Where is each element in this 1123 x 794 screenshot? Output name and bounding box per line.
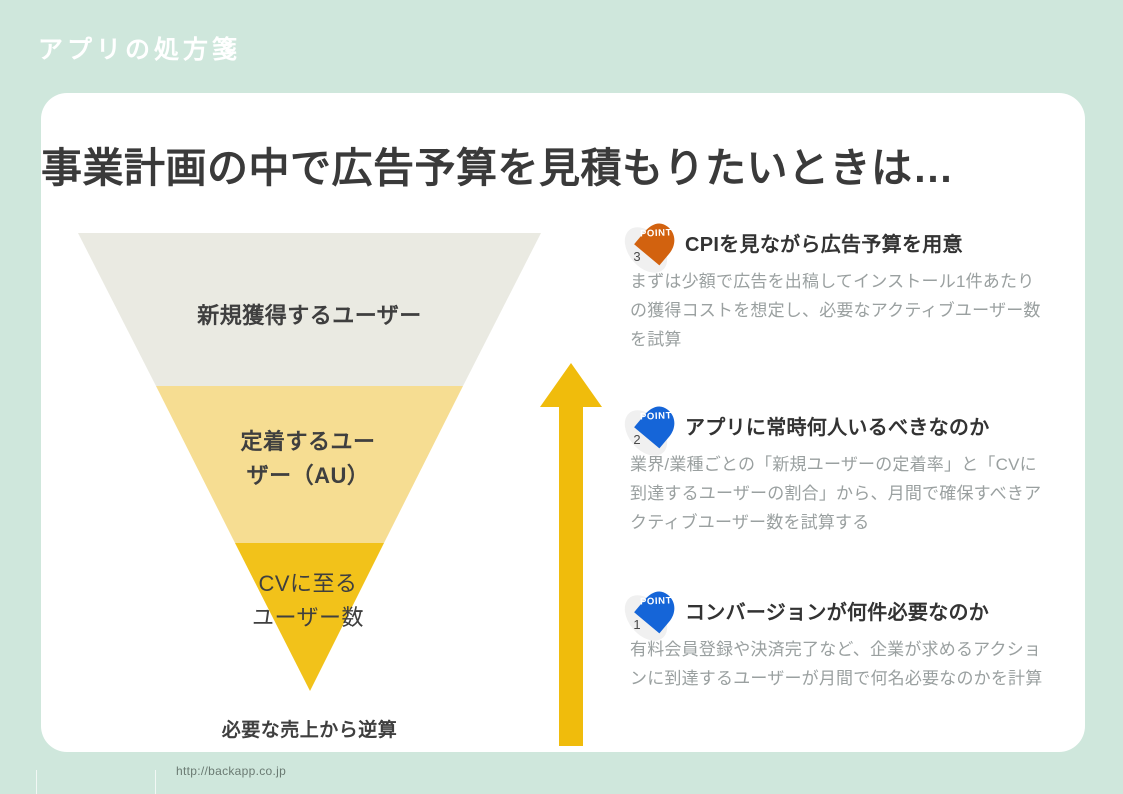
header-title: アプリの処方箋 [38,36,242,64]
funnel-label-1: 新規獲得するユーザー [197,303,422,328]
up-arrow-icon [540,363,602,746]
funnel-label-2-line2: ザー（AU） [246,463,370,489]
funnel-caption: 必要な売上から逆算 [221,720,398,741]
funnel-label-3-line2: ユーザー数 [251,605,365,631]
point-heading-3: CPIを見ながら広告予算を用意 [685,234,963,256]
point-body-3: まずは少額で広告を出稿してインストール1件あたりの獲得コストを想定し、必要なアク… [630,272,1041,350]
point-badge-3-icon: 3 POINT [620,217,682,279]
funnel-label-2: 定着するユー ザー（AU） [148,425,468,493]
funnel-diagram: 新規獲得するユーザー 定着するユー ザー（AU） CVに至る ユーザー数 [78,233,541,691]
point-number-2: 2 [633,432,641,447]
footer-divider-right [155,770,156,794]
funnel-segment-2 [156,386,463,543]
point-number-1: 1 [633,617,641,632]
point-badge-2-icon: 2 POINT [620,400,682,462]
point-badge-1-icon: 1 POINT [620,585,682,647]
funnel-label-3: CVに至る ユーザー数 [183,567,433,635]
point-heading-2: アプリに常時何人いるべきなのか [685,417,990,439]
funnel-segment-1 [78,233,541,386]
point-badge-label-3: POINT [639,227,673,240]
point-body-1: 有料会員登録や決済完了など、企業が求めるアクションに到達するユーザーが月間で何名… [630,640,1043,689]
funnel-segment-3 [235,543,384,691]
point-body-2: 業界/業種ごとの「新規ユーザーの定着率」と「CVに到達するユーザーの割合」から、… [630,455,1042,533]
point-number-3: 3 [633,249,641,264]
page-title: 事業計画の中で広告予算を見積もりたいときは… [41,145,954,191]
funnel-label-3-line1: CVに至る [258,571,358,596]
point-badge-label-2: POINT [639,410,673,423]
point-badge-label-1: POINT [639,595,673,608]
point-heading-1: コンバージョンが何件必要なのか [685,602,990,624]
funnel-label-2-line1: 定着するユー [240,429,376,454]
footer-divider-left [36,770,37,794]
footer-url: http://backapp.co.jp [176,764,287,778]
